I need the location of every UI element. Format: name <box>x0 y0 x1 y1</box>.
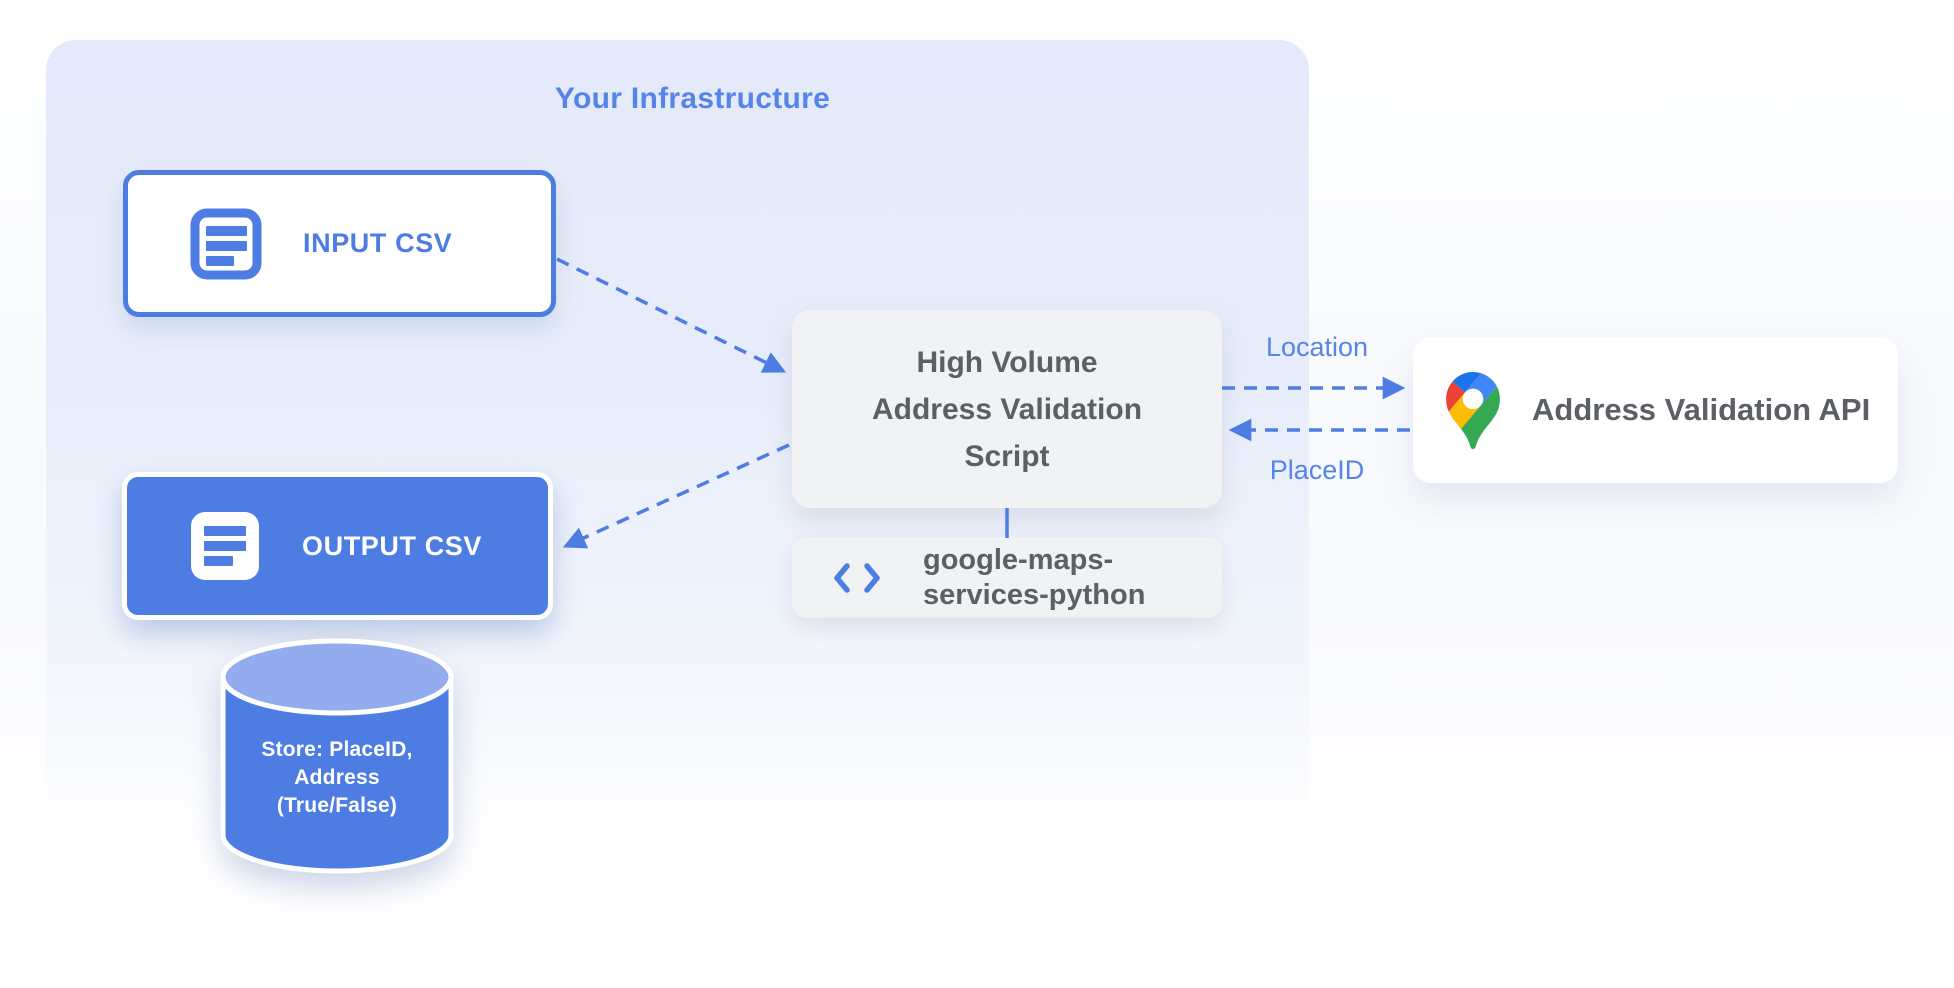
datastore-cylinder: Store: PlaceID, Address (True/False) <box>217 636 457 876</box>
output-csv-node: OUTPUT CSV <box>122 472 553 620</box>
edge-label-placeid: PlaceID <box>1269 455 1365 485</box>
document-icon <box>190 208 262 280</box>
library-label-line-2: services-python <box>923 578 1146 611</box>
edge-label-location: Location <box>1265 332 1369 362</box>
script-label-line-1: High Volume <box>916 345 1098 379</box>
input-csv-node: INPUT CSV <box>123 170 556 317</box>
output-csv-label: OUTPUT CSV <box>302 530 483 561</box>
datastore-label-line-1: Store: PlaceID, <box>261 738 413 761</box>
script-node: High Volume Address Validation Script <box>792 310 1222 508</box>
library-label-line-1: google-maps- <box>923 543 1114 576</box>
api-label: Address Validation API <box>1532 392 1871 427</box>
cylinder-shape <box>220 638 454 874</box>
library-label: google-maps- services-python <box>923 543 1145 613</box>
datastore-label-line-3: (True/False) <box>276 794 398 817</box>
script-label-line-3: Script <box>964 439 1050 473</box>
infrastructure-title: Your Infrastructure <box>554 82 831 115</box>
datastore-label: Store: PlaceID, Address (True/False) <box>217 736 457 820</box>
script-label-line-2: Address Validation <box>871 392 1143 426</box>
document-icon <box>189 511 261 581</box>
api-node: Address Validation API <box>1413 337 1898 483</box>
datastore-label-line-2: Address <box>294 766 380 789</box>
google-maps-pin-icon <box>1446 371 1500 449</box>
input-csv-label: INPUT CSV <box>303 228 453 258</box>
code-icon <box>833 562 881 593</box>
library-node: google-maps- services-python <box>792 537 1222 618</box>
